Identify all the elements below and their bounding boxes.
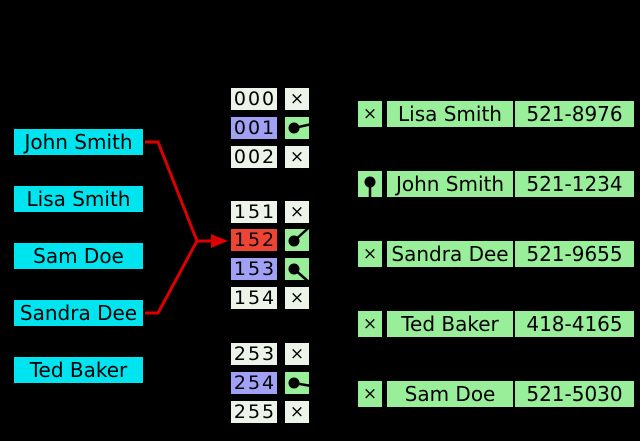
bucket-slot-254-pointer — [284, 371, 310, 395]
key-box-sandra-dee: Sandra Dee — [13, 299, 144, 327]
entry-lisa-smith: Lisa Smith 521-8976 — [386, 100, 635, 128]
bucket-index-153: 153 — [230, 257, 278, 281]
bucket-slot-002-empty-icon: × — [284, 145, 310, 169]
bucket-index-001: 001 — [230, 116, 278, 140]
entry-name: John Smith — [395, 172, 505, 196]
entry-sandra-dee: Sandra Dee 521-9655 — [386, 240, 635, 268]
entry-john-next-pointer — [357, 170, 383, 198]
key-box-john-smith: John Smith — [13, 128, 144, 156]
bucket-index-000: 000 — [230, 87, 278, 111]
entry-name: Sandra Dee — [391, 242, 509, 266]
entry-phone: 521-5030 — [513, 381, 634, 407]
bucket-slot-154-empty-icon: × — [284, 286, 310, 310]
entry-sam-doe: Sam Doe 521-5030 — [386, 380, 635, 408]
entry-john-smith: John Smith 521-1234 — [386, 170, 635, 198]
bucket-index-151: 151 — [230, 200, 278, 224]
entry-lisa-next-null-icon: × — [357, 100, 383, 128]
entry-phone: 521-1234 — [513, 171, 634, 197]
bucket-slot-253-empty-icon: × — [284, 342, 310, 366]
entry-ted-next-null-icon: × — [357, 310, 383, 338]
entry-name: Ted Baker — [401, 312, 499, 336]
bucket-slot-001-pointer — [284, 116, 310, 140]
arrow-lisa-to-001 — [145, 126, 227, 201]
bucket-index-255: 255 — [230, 400, 278, 424]
bucket-index-254: 254 — [230, 371, 278, 395]
entry-name: Sam Doe — [404, 382, 496, 406]
entry-sandra-next-null-icon: × — [357, 240, 383, 268]
bucket-index-002: 002 — [230, 145, 278, 169]
key-box-lisa-smith: Lisa Smith — [13, 185, 144, 213]
arrow-john-to-152 — [145, 140, 212, 243]
bucket-slot-255-empty-icon: × — [284, 400, 310, 424]
arrow-sandra-to-152 — [145, 239, 206, 315]
collision-arrowhead-icon — [211, 234, 228, 248]
arrow-ted-to-153 — [145, 267, 227, 372]
entry-ted-baker: Ted Baker 418-4165 — [386, 310, 635, 338]
entry-phone: 521-9655 — [513, 241, 634, 267]
bucket-slot-000-empty-icon: × — [284, 87, 310, 111]
bucket-index-152-collision: 152 — [230, 228, 278, 252]
entry-phone: 418-4165 — [513, 311, 634, 337]
entry-phone: 521-8976 — [513, 101, 634, 127]
bucket-slot-152-pointer — [284, 228, 310, 252]
key-box-sam-doe: Sam Doe — [13, 242, 144, 270]
arrow-sam-to-254 — [145, 254, 227, 385]
entry-name: Lisa Smith — [398, 102, 502, 126]
bucket-index-253: 253 — [230, 342, 278, 366]
bucket-slot-153-pointer — [284, 257, 310, 281]
bucket-index-154: 154 — [230, 286, 278, 310]
entry-sam-next-null-icon: × — [357, 380, 383, 408]
bucket-slot-151-empty-icon: × — [284, 200, 310, 224]
key-box-ted-baker: Ted Baker — [13, 356, 144, 384]
